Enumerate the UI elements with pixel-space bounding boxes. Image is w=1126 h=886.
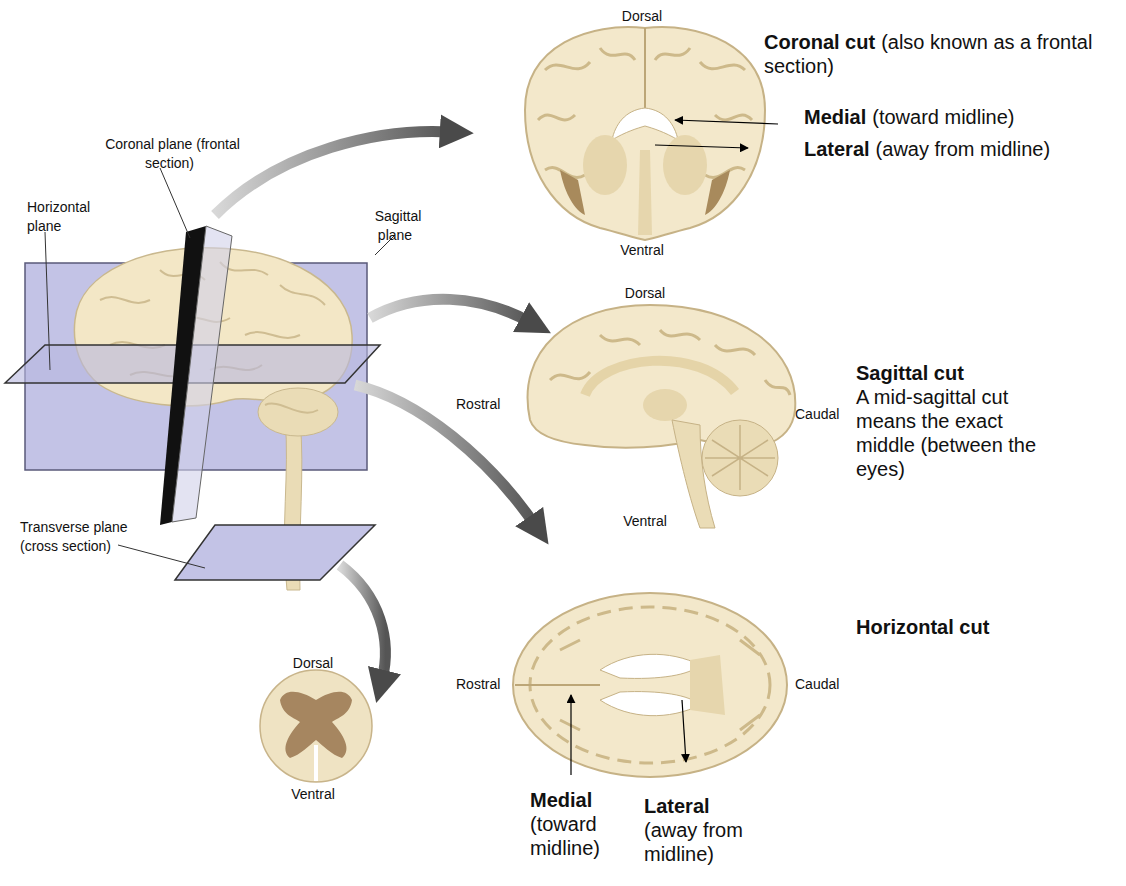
text-label: A mid-sagittal cut means the exact middl… <box>856 385 1066 481</box>
label-group: Rostral <box>456 394 526 413</box>
text-label: (away from midline) <box>876 138 1050 160</box>
text-label: Transverse plane (cross section) <box>20 519 128 554</box>
coronal-section <box>525 27 765 240</box>
label-group: Sagittal cutA mid-sagittal cut means the… <box>856 361 1116 481</box>
pointer-arrow <box>655 145 748 148</box>
heading-label: Lateral <box>804 138 870 160</box>
label-group: Horizontal cut <box>856 615 1116 639</box>
label-group: Ventral <box>276 784 356 803</box>
curved-arrow <box>370 299 530 322</box>
label-group: Rostral <box>456 674 526 693</box>
text-label: Coronal plane (frontal section) <box>105 136 240 171</box>
pointer-arrow <box>675 120 778 124</box>
label-group: Medial(toward midline) <box>530 788 625 860</box>
label-group: Caudal <box>795 674 855 693</box>
text-label: Dorsal <box>622 8 662 24</box>
sagittal-section <box>528 305 796 528</box>
coronal-plane-face <box>172 226 232 522</box>
text-label: Ventral <box>620 242 664 258</box>
label-group: Caudal <box>795 404 855 423</box>
text-label: Caudal <box>795 676 839 692</box>
text-label: Sagittal plane <box>375 208 422 243</box>
label-group: Dorsal <box>608 283 688 302</box>
curved-arrow <box>215 132 450 215</box>
label-group: Medial (toward midline) <box>804 105 1124 129</box>
curved-arrow <box>355 385 535 525</box>
leader-line <box>160 168 190 238</box>
leader-line <box>45 232 50 370</box>
text-label: (toward midline) <box>530 812 625 860</box>
label-group: Lateral (away from midline) <box>804 137 1124 161</box>
text-label: Horizontal plane <box>27 199 90 234</box>
horizontal-section <box>513 593 787 777</box>
text-label: Dorsal <box>625 285 665 301</box>
pointer-arrow <box>570 695 571 775</box>
label-group: Dorsal <box>276 653 356 672</box>
text-label: Dorsal <box>293 655 333 671</box>
spinal-cross-section <box>260 670 372 782</box>
label-group: Transverse plane (cross section) <box>20 517 160 555</box>
text-label: Ventral <box>291 786 335 802</box>
label-group: Coronal cut(also known as a frontal sect… <box>764 30 1114 78</box>
text-label: Rostral <box>456 396 500 412</box>
heading-label: Sagittal cut <box>856 361 1116 385</box>
heading-label: Lateral <box>644 794 784 818</box>
text-label: (toward midline) <box>872 106 1014 128</box>
label-group: Ventral <box>608 511 688 530</box>
heading-label: Medial <box>530 788 625 812</box>
label-group: Dorsal <box>605 6 685 25</box>
label-group: Ventral <box>605 240 685 259</box>
text-label: (away from midline) <box>644 818 784 866</box>
heading-label: Medial <box>804 106 866 128</box>
label-group: Sagittal plane <box>362 206 434 244</box>
label-group: Coronal plane (frontal section) <box>100 134 245 172</box>
curved-arrow <box>340 565 385 680</box>
text-label: Rostral <box>456 676 500 692</box>
heading-label: Coronal cut <box>764 31 875 53</box>
label-group: Horizontal plane <box>27 197 117 235</box>
label-group: Lateral(away from midline) <box>644 794 784 866</box>
text-label: Caudal <box>795 406 839 422</box>
pointer-arrow <box>682 700 686 762</box>
leader-line <box>118 545 205 568</box>
text-label: Ventral <box>623 513 667 529</box>
heading-label: Horizontal cut <box>856 616 989 638</box>
